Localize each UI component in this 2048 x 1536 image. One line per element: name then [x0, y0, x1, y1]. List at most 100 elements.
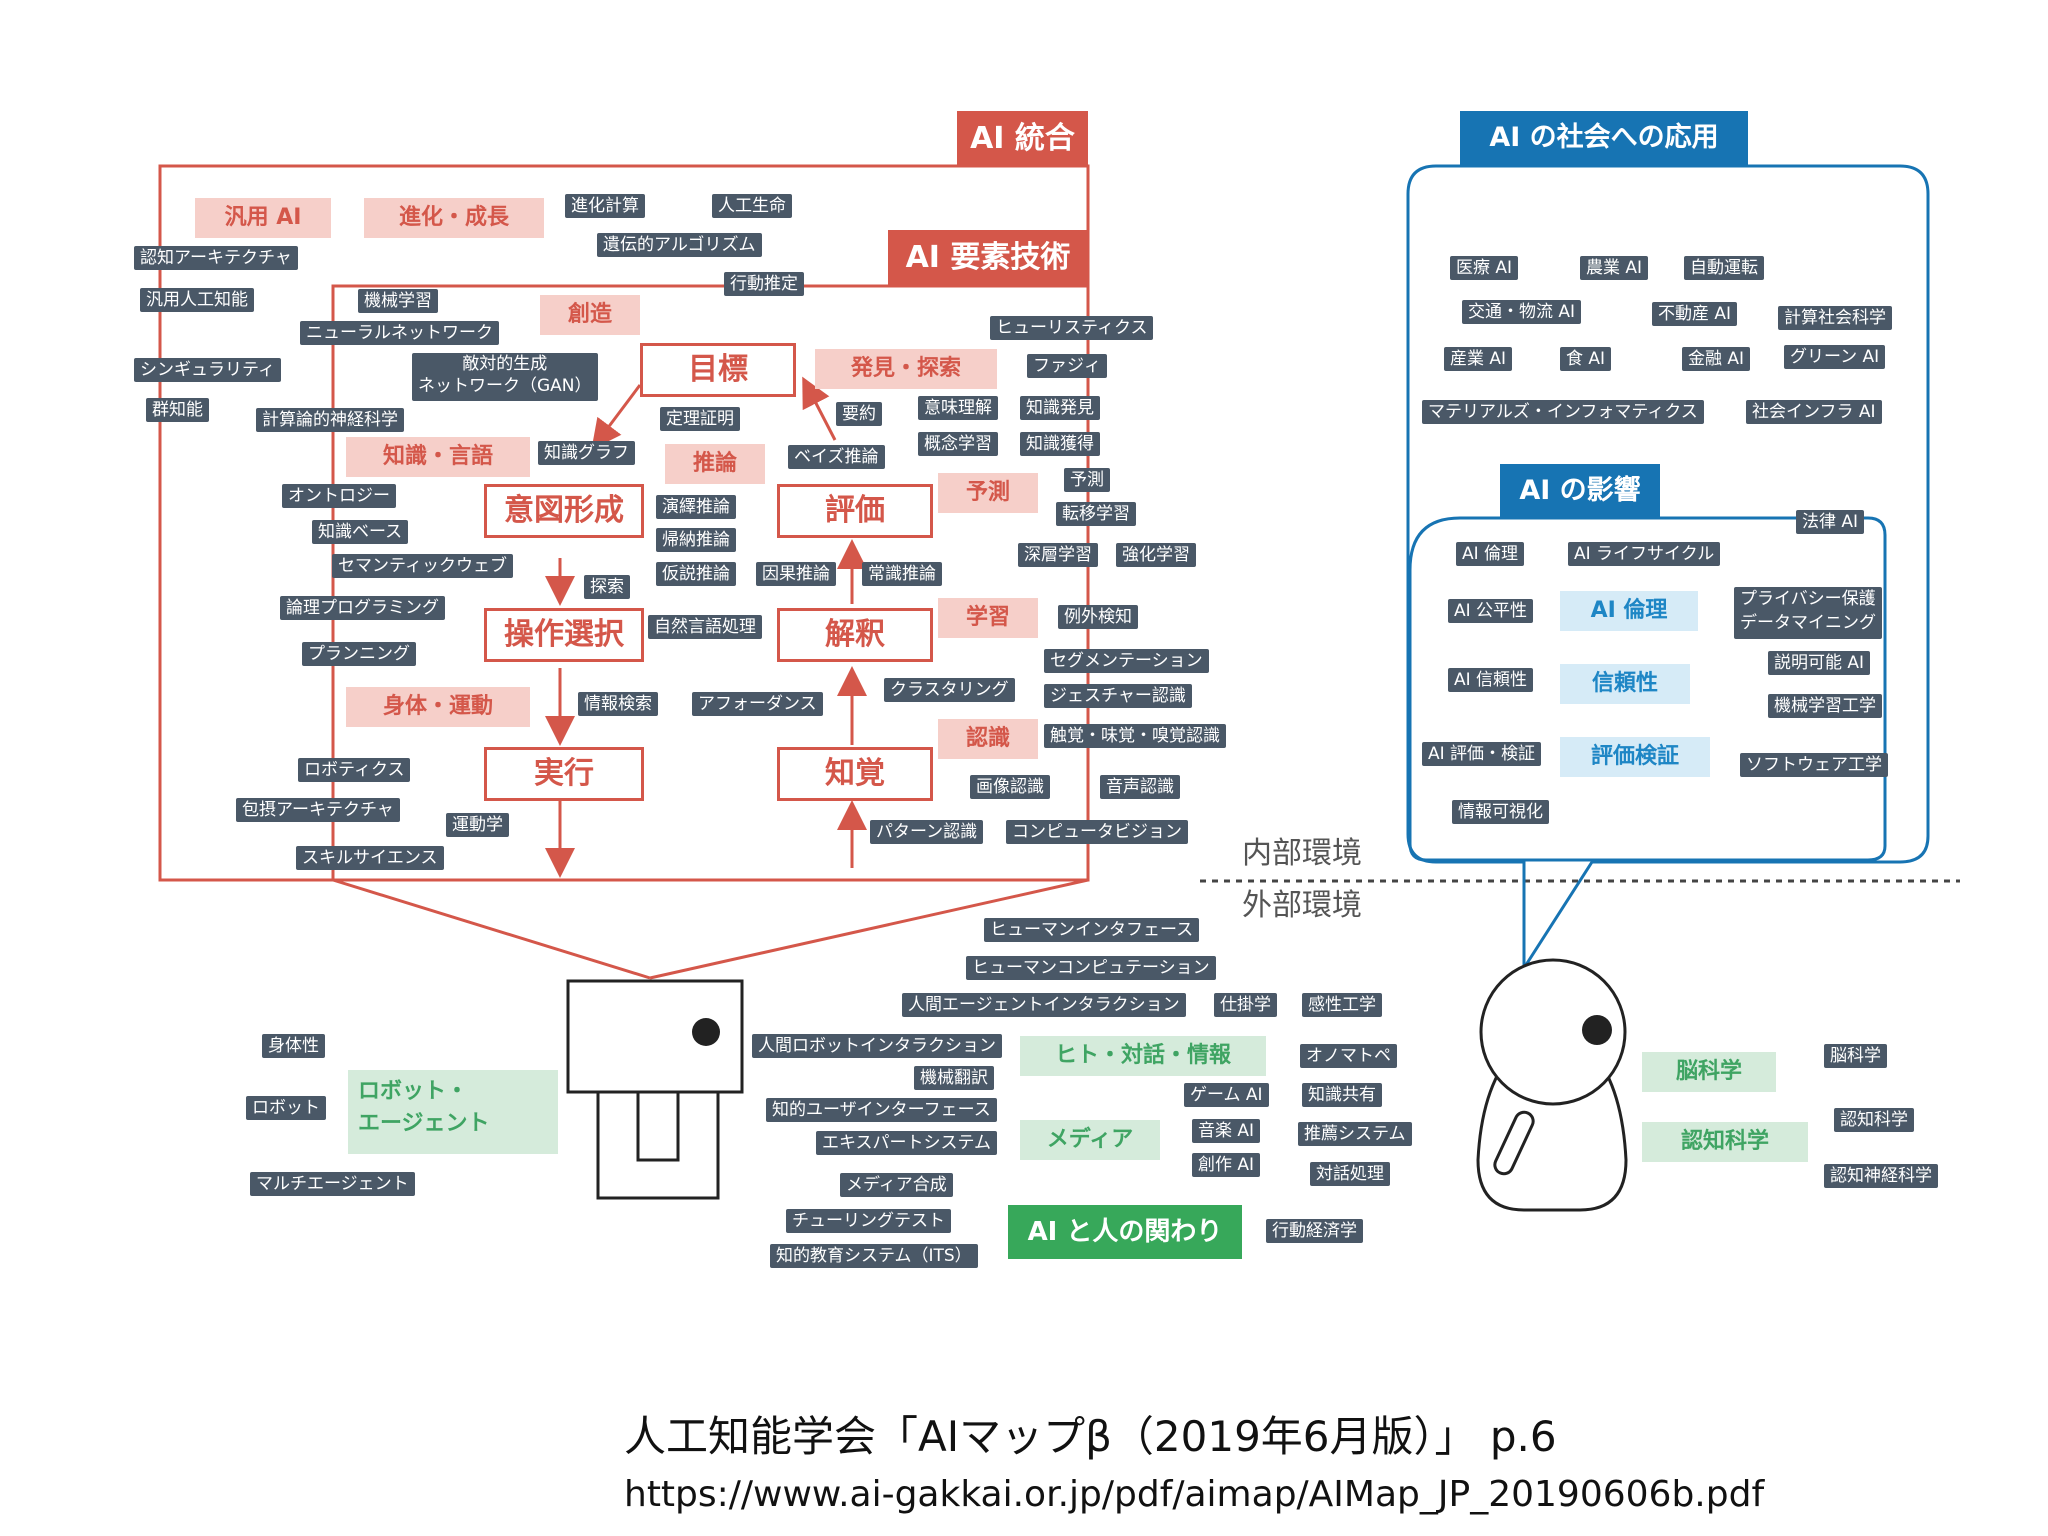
tag-dialogue-processing: 対話処理	[1310, 1162, 1390, 1186]
cycle-perception: 知覚	[777, 747, 933, 801]
tag-heuristics: ヒューリスティクス	[990, 316, 1154, 340]
tag-machine-translation: 機械翻訳	[914, 1066, 994, 1090]
category-inference: 推論	[665, 444, 765, 484]
tag-deep-learning: 深層学習	[1018, 543, 1098, 567]
tag-knowledge-sharing: 知識共有	[1302, 1083, 1382, 1107]
tag-summarization: 要約	[836, 402, 882, 426]
tag-ai-evaluation-verification: AI 評価・検証	[1422, 742, 1542, 766]
cycle-evaluation: 評価	[777, 484, 933, 538]
label-external-environment: 外部環境	[1242, 888, 1362, 923]
tag-abductive-reasoning: 仮説推論	[656, 562, 736, 586]
category-cognitive-science: 認知科学	[1642, 1122, 1808, 1162]
category-general-ai: 汎用 AI	[195, 198, 331, 238]
category-discovery-search: 発見・探索	[815, 349, 997, 389]
tag-music-ai: 音楽 AI	[1192, 1119, 1261, 1143]
tag-multi-agent: マルチエージェント	[250, 1172, 415, 1196]
tag-robotics: ロボティクス	[298, 758, 411, 782]
tag-computer-vision: コンピュータビジョン	[1006, 820, 1188, 844]
tag-inductive-reasoning: 帰納推論	[656, 528, 736, 552]
tag-evolutionary-computation: 進化計算	[565, 194, 645, 218]
tag-bayesian-inference: ベイズ推論	[788, 445, 885, 469]
category-evaluation-verification: 評価検証	[1560, 737, 1710, 777]
tag-transfer-learning: 転移学習	[1056, 502, 1136, 526]
tag-planning: プランニング	[302, 642, 416, 666]
caption-source-url: https://www.ai-gakkai.or.jp/pdf/aimap/AI…	[624, 1474, 1765, 1515]
tag-anomaly-detection: 例外検知	[1058, 605, 1138, 629]
tag-concept-learning: 概念学習	[918, 432, 998, 456]
tag-semantic-web: セマンティックウェブ	[332, 554, 513, 578]
cycle-interpretation: 解釈	[777, 608, 933, 662]
tag-game-ai: ゲーム AI	[1184, 1083, 1269, 1107]
tag-ai-ethics: AI 倫理	[1456, 542, 1525, 566]
tag-nlp: 自然言語処理	[648, 615, 762, 639]
tag-reinforcement-learning: 強化学習	[1116, 543, 1196, 567]
ai-integration-header: AI 統合	[957, 111, 1088, 167]
tag-intelligent-tutoring-system: 知的教育システム（ITS）	[770, 1244, 978, 1268]
tag-embodiment: 身体性	[262, 1034, 325, 1058]
ai-element-tech-header: AI 要素技術	[888, 230, 1088, 286]
cycle-execution: 実行	[484, 747, 644, 801]
tag-cognitive-science: 認知科学	[1834, 1108, 1914, 1132]
tag-brain-science: 脳科学	[1824, 1044, 1887, 1068]
tag-touch-taste-smell-recognition: 触覚・味覚・嗅覚認識	[1044, 724, 1226, 748]
tag-behavior-estimation: 行動推定	[724, 272, 804, 296]
category-ai-ethics: AI 倫理	[1560, 591, 1698, 631]
category-prediction: 予測	[938, 473, 1038, 513]
caption-source-title: 人工知能学会「AIマップβ（2019年6月版）」 p.6	[624, 1412, 1557, 1461]
impact-frame	[1408, 516, 1887, 862]
tag-explainable-ai: 説明可能 AI	[1768, 651, 1871, 675]
tag-neural-network: ニューラルネットワーク	[300, 321, 499, 345]
tag-kinematics: 運動学	[446, 813, 509, 837]
tag-social-infrastructure-ai: 社会インフラ AI	[1746, 400, 1882, 424]
category-brain-science: 脳科学	[1642, 1052, 1776, 1092]
tag-causal-inference: 因果推論	[756, 562, 836, 586]
tag-recommender-system: 推薦システム	[1298, 1122, 1412, 1146]
tag-legal-ai: 法律 AI	[1796, 510, 1865, 534]
tag-information-visualization: 情報可視化	[1452, 800, 1549, 824]
tag-human-robot-interaction: 人間ロボットインタラクション	[752, 1034, 1002, 1058]
tag-subsumption-architecture: 包摂アーキテクチャ	[236, 798, 400, 822]
tag-theorem-proving: 定理証明	[660, 407, 740, 431]
category-recognition: 認識	[938, 719, 1038, 759]
tag-privacy-preserving-data-mining: プライバシー保護 データマイニング	[1734, 587, 1882, 639]
category-learning: 学習	[938, 598, 1038, 638]
tag-knowledge-base: 知識ベース	[312, 520, 409, 544]
ai-human-header: AI と人の関わり	[1008, 1205, 1242, 1259]
tag-computational-social-science: 計算社会科学	[1778, 306, 1892, 330]
tag-search: 探索	[584, 575, 630, 599]
tag-software-engineering: ソフトウェア工学	[1740, 753, 1888, 777]
category-reliability: 信頼性	[1560, 664, 1690, 704]
ai-impact-header: AI の影響	[1500, 464, 1660, 518]
tag-forecasting: 予測	[1064, 468, 1110, 492]
category-body-motion: 身体・運動	[346, 687, 530, 727]
tag-knowledge-acquisition: 知識獲得	[1020, 432, 1100, 456]
tag-ai-reliability: AI 信頼性	[1448, 668, 1534, 692]
tag-genetic-algorithm: 遺伝的アルゴリズム	[597, 233, 762, 257]
tag-logic-programming: 論理プログラミング	[280, 596, 445, 620]
tag-autonomous-driving: 自動運転	[1684, 256, 1764, 280]
tag-intelligent-user-interface: 知的ユーザインターフェース	[766, 1098, 997, 1122]
tag-shikakeology: 仕掛学	[1214, 993, 1277, 1017]
tag-creative-ai: 創作 AI	[1192, 1153, 1261, 1177]
tag-computational-neuroscience: 計算論的神経科学	[256, 408, 404, 432]
tag-information-retrieval: 情報検索	[578, 692, 658, 716]
category-robot-agent: ロボット・ エージェント	[348, 1070, 558, 1154]
cycle-goal: 目標	[640, 343, 796, 397]
tag-finance-ai: 金融 AI	[1682, 347, 1751, 371]
human-figure	[1476, 958, 1628, 1212]
society-bubble	[1406, 164, 1930, 974]
tag-human-interface: ヒューマンインタフェース	[984, 918, 1200, 942]
category-creation: 創造	[540, 295, 640, 335]
tag-materials-informatics: マテリアルズ・インフォマティクス	[1422, 400, 1704, 424]
tag-cognitive-neuroscience: 認知神経科学	[1824, 1164, 1938, 1188]
tag-gan: 敵対的生成 ネットワーク（GAN）	[412, 353, 598, 401]
tag-skill-science: スキルサイエンス	[296, 846, 444, 870]
tag-clustering: クラスタリング	[884, 678, 1015, 702]
category-knowledge-language: 知識・言語	[346, 437, 530, 477]
tag-real-estate-ai: 不動産 AI	[1652, 302, 1738, 326]
tag-human-computation: ヒューマンコンピュテーション	[966, 956, 1216, 980]
tag-semantic-understanding: 意味理解	[918, 396, 998, 420]
cycle-intent-formation: 意図形成	[484, 484, 644, 538]
tag-kansei-engineering: 感性工学	[1302, 993, 1382, 1017]
tag-swarm-intelligence: 群知能	[146, 398, 209, 422]
